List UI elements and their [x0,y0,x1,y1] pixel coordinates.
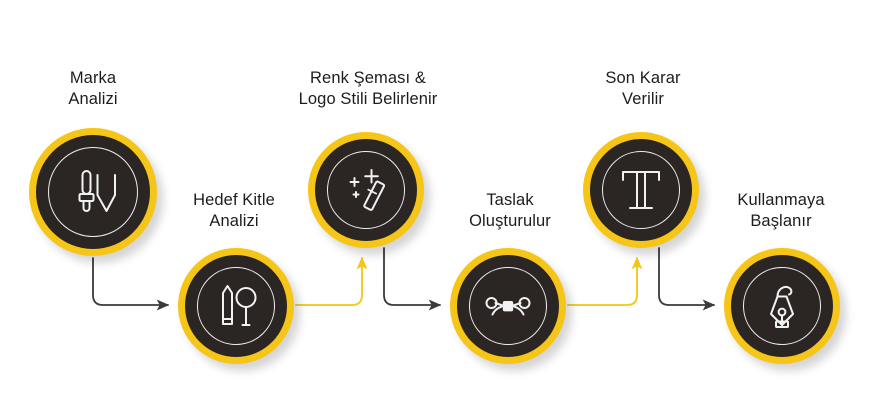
connector-3-to-4 [383,247,442,311]
step-label-1: Marka Analizi [68,69,118,109]
connector-4-to-5 [567,256,643,306]
text-tool-icon [622,171,660,209]
node-inner-ring [48,147,138,237]
node-inner-ring [743,267,821,345]
magic-wand-icon [349,169,386,211]
step-label-5: Son Karar Verilir [605,69,681,109]
node-inner-ring [197,267,275,345]
pencil-magnifier-icon [222,285,257,326]
node-disc [731,255,833,357]
step-node-6[interactable] [724,248,840,364]
node-inner-ring [327,151,405,229]
bezier-node-icon [485,297,531,316]
node-disc [315,139,417,241]
node-inner-ring [602,151,680,229]
node-disc [590,139,692,241]
connector-2-to-3 [295,256,368,306]
step-label-4: Taslak Oluşturulur [469,191,551,231]
connector-1-to-2 [92,257,170,311]
step-node-1[interactable] [29,128,157,256]
step-label-2: Hedef Kitle Analizi [193,191,275,231]
pen-nib-icon [770,286,794,328]
dropper-checkmark-icon [78,170,116,212]
step-label-3: Renk Şeması & Logo Stili Belirlenir [298,69,438,109]
node-disc [457,255,559,357]
step-node-2[interactable] [178,248,294,364]
node-disc [36,135,150,249]
step-label-6: Kullanmaya Başlanır [737,191,825,231]
connector-5-to-6 [658,247,716,311]
step-node-3[interactable] [308,132,424,248]
step-node-4[interactable] [450,248,566,364]
step-node-5[interactable] [583,132,699,248]
node-disc [185,255,287,357]
node-inner-ring [469,267,547,345]
